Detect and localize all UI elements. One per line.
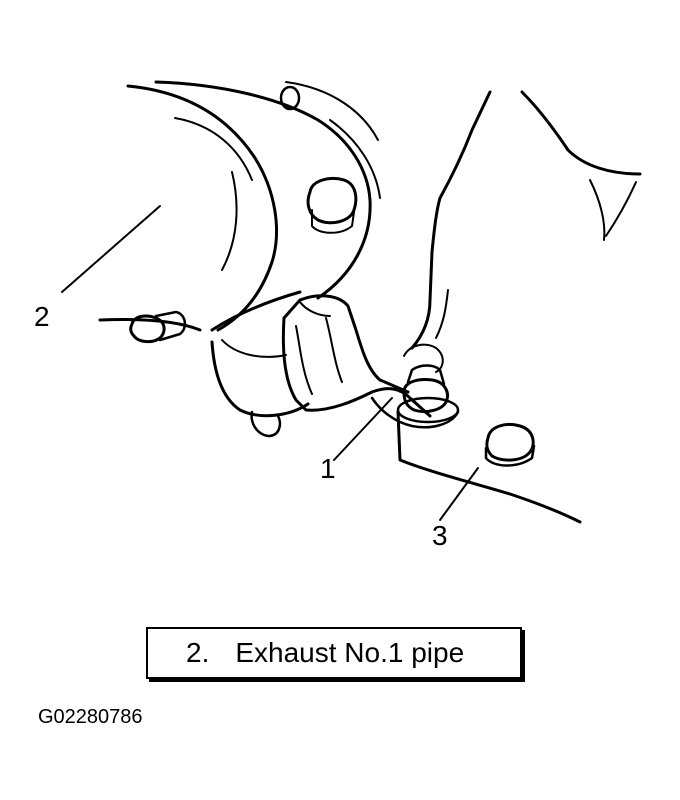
bracket: [281, 294, 460, 429]
body-panel: [396, 90, 642, 524]
leader-line-2: [61, 205, 161, 293]
leader-line-1: [333, 397, 393, 461]
flange-bolt-left: [129, 310, 187, 344]
figure-id: G02280786: [38, 706, 143, 728]
callout-3: 3: [432, 520, 448, 551]
leader-line-3: [439, 467, 479, 521]
panel-nut: [484, 423, 536, 467]
caption-number: 2.: [186, 637, 210, 668]
flange-bolt-upper: [306, 177, 358, 234]
lower-housing: [210, 339, 310, 438]
pipe-flange: [154, 80, 381, 332]
callout-1: 1: [320, 453, 336, 484]
exhaust-pipe: [98, 84, 278, 332]
callout-2: 2: [34, 301, 50, 332]
caption-text: Exhaust No.1 pipe: [235, 637, 465, 668]
bracket-bolt: [396, 343, 460, 424]
caption-box: 2. Exhaust No.1 pipe: [146, 627, 522, 679]
exhaust-pipe-illustration: [61, 80, 642, 524]
